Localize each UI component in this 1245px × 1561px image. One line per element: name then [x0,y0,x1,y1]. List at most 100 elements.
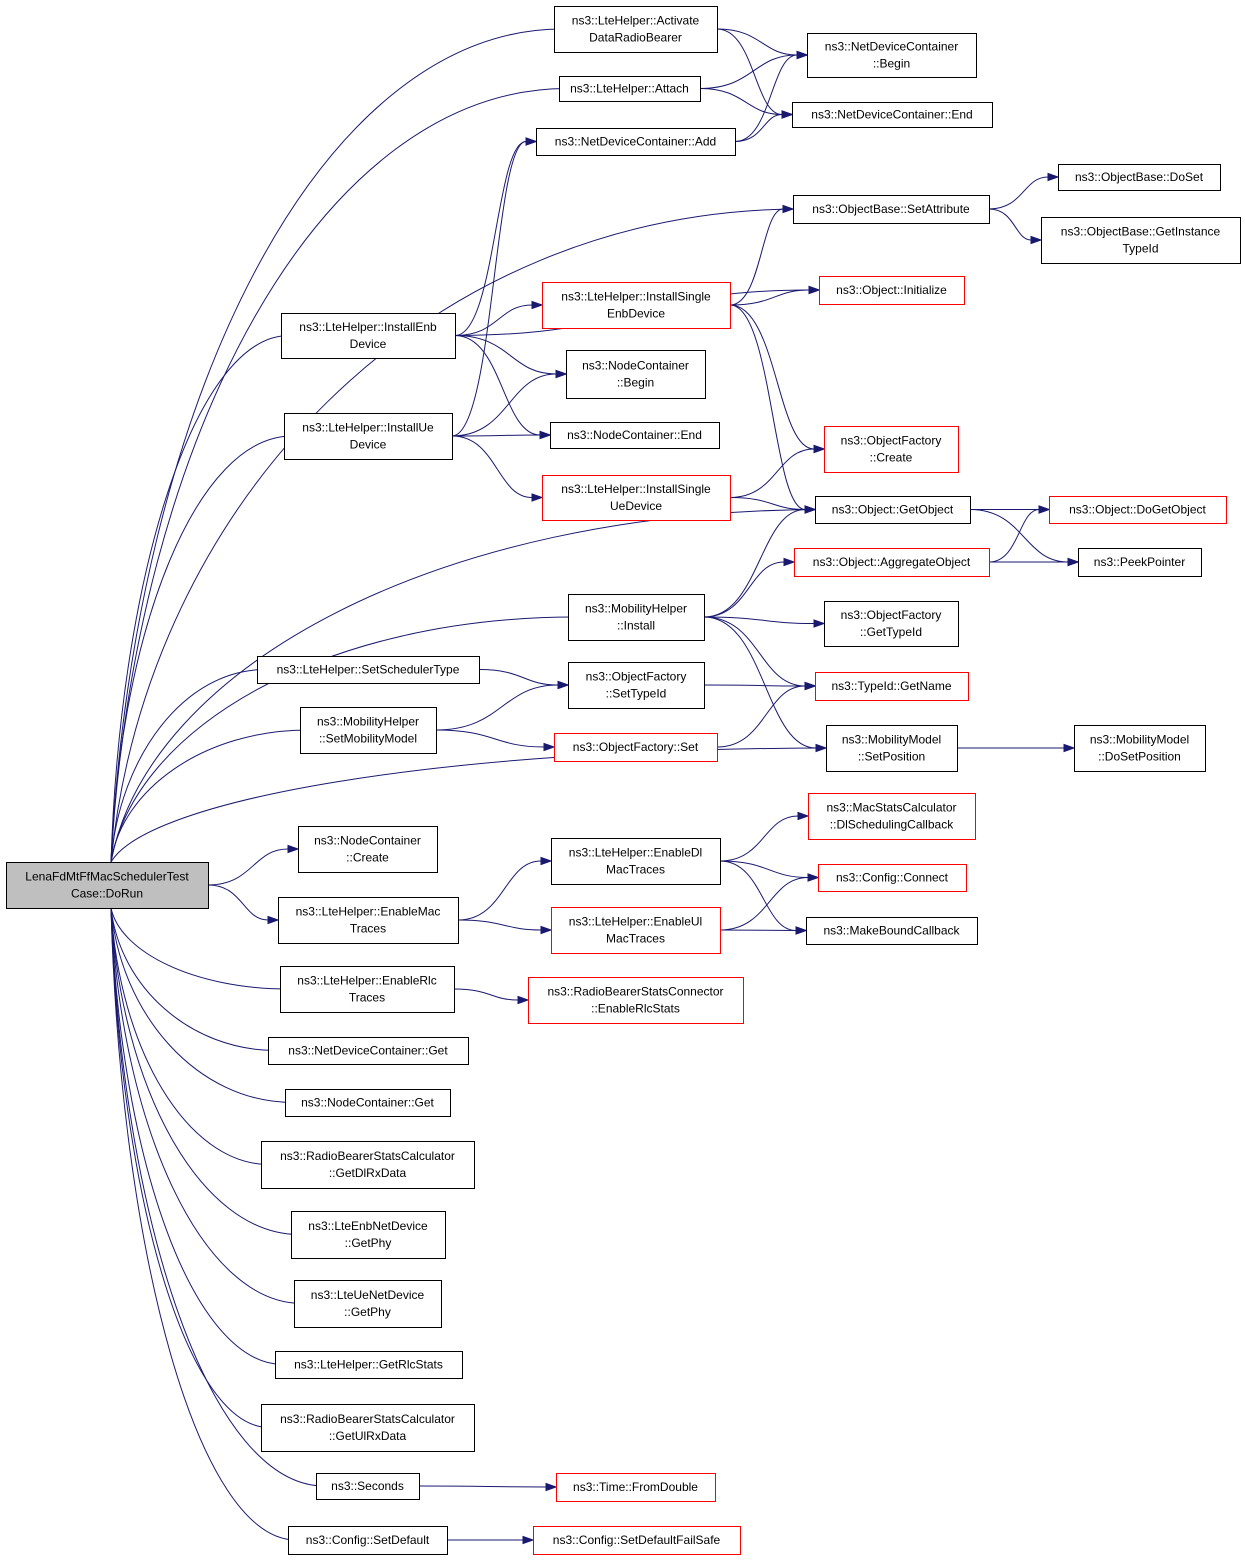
node-ndc-end[interactable]: ns3::NetDeviceContainer::End [792,102,993,128]
edge-install_enb-to-nc_begin [454,335,568,379]
node-label: Traces [350,922,386,936]
node-label: ::Begin [873,57,910,71]
edge-obj_aggregate-to-peekpointer [989,557,1080,567]
node-mm-dosetpos[interactable]: ns3::MobilityModel::DoSetPosition [1074,725,1206,772]
node-obj-getobject[interactable]: ns3::Object::GetObject [815,496,971,524]
node-config-setdefault[interactable]: ns3::Config::SetDefault [288,1526,448,1555]
node-label: ns3::ObjectBase::DoSet [1075,170,1204,184]
node-label: ns3::LteHelper::InstallEnb [299,320,437,334]
node-getrlcstats[interactable]: ns3::LteHelper::GetRlcStats [275,1351,463,1379]
node-attach[interactable]: ns3::LteHelper::Attach [559,76,701,102]
node-obj-aggregate[interactable]: ns3::Object::AggregateObject [794,548,990,577]
edge-root-to-rbs_getdl [110,907,281,1169]
edge-enable_mac-to-enable_dl_mac [457,856,553,921]
node-label: ns3::NodeContainer::Get [301,1096,434,1110]
node-label: ns3::MobilityHelper [585,602,687,616]
node-label: ::GetDlRxData [329,1166,407,1180]
node-obj-init[interactable]: ns3::Object::Initialize [819,276,965,305]
node-ob-doset[interactable]: ns3::ObjectBase::DoSet [1058,164,1221,191]
node-label: Case::DoRun [71,887,143,901]
node-label: ns3::LteHelper::Activate [572,14,700,28]
node-ue-getphy[interactable]: ns3::LteUeNetDevice::GetPhy [294,1280,442,1328]
node-of-settypeid[interactable]: ns3::ObjectFactory::SetTypeId [568,662,705,709]
edge-root-to-mm_setpos [110,743,846,863]
node-label: ns3::Config::SetDefault [306,1533,430,1547]
edge-install_single_enb-to-obj_getobject [729,304,817,514]
node-label: ns3::NetDeviceContainer::End [811,108,972,122]
edge-root-to-mh_setmodel [110,725,320,863]
node-enb-getphy[interactable]: ns3::LteEnbNetDevice::GetPhy [291,1211,446,1259]
edge-mh_setmodel-to-of_settypeid [435,680,570,731]
node-label: ns3::LteUeNetDevice [311,1288,425,1302]
edge-enable_ul_mac-to-config_connect [719,873,820,931]
node-nc-create[interactable]: ns3::NodeContainer::Create [298,826,438,873]
node-label: ns3::Object::DoGetObject [1069,503,1206,517]
node-label: ns3::MobilityModel [1090,733,1189,747]
node-label: ns3::Time::FromDouble [573,1480,698,1494]
node-set-sched[interactable]: ns3::LteHelper::SetSchedulerType [257,656,480,684]
node-seconds[interactable]: ns3::Seconds [316,1473,420,1500]
node-label: ns3::ObjectFactory [841,434,942,448]
node-label: ns3::Seconds [331,1479,404,1493]
node-nc-get[interactable]: ns3::NodeContainer::Get [285,1089,451,1117]
node-label: Device [350,438,387,452]
node-label: MacTraces [606,932,665,946]
edge-install_single_enb-to-of_create [729,304,826,454]
node-config-setdefault-fs[interactable]: ns3::Config::SetDefaultFailSafe [533,1526,741,1555]
node-label: ::DlSchedulingCallback [830,818,954,832]
node-mh-setmodel[interactable]: ns3::MobilityHelper::SetMobilityModel [300,707,437,754]
node-label: DataRadioBearer [589,31,682,45]
node-label: ns3::LteHelper::SetSchedulerType [277,663,460,677]
node-makebound[interactable]: ns3::MakeBoundCallback [806,917,978,945]
edge-install_enb-to-install_single_enb [454,300,544,336]
call-edges [110,24,1080,1545]
node-ndc-begin[interactable]: ns3::NetDeviceContainer::Begin [807,33,977,78]
node-label: ::Create [346,851,389,865]
node-label: ns3::RadioBearerStatsConnector [547,985,723,999]
node-rbsc-enable[interactable]: ns3::RadioBearerStatsConnector::EnableRl… [528,977,744,1024]
node-label: ::DoSetPosition [1098,750,1181,764]
node-msc-dlsched[interactable]: ns3::MacStatsCalculator::DlSchedulingCal… [808,793,976,840]
node-nc-begin[interactable]: ns3::NodeContainer::Begin [566,350,706,399]
node-label: EnbDevice [607,307,665,321]
edge-config_setdefault-to-config_setdefault_fs [447,1535,535,1545]
node-label: ns3::LteHelper::EnableUl [569,915,702,929]
node-label: ::GetTypeId [860,625,922,639]
node-of-gettypeid[interactable]: ns3::ObjectFactory::GetTypeId [824,601,959,647]
node-time-fromdouble[interactable]: ns3::Time::FromDouble [556,1473,716,1502]
edge-root-to-enable_mac [207,884,280,925]
edge-root-to-rbs_getul [110,907,281,1432]
node-obj-dogetobject[interactable]: ns3::Object::DoGetObject [1049,496,1227,524]
node-ob-setattr[interactable]: ns3::ObjectBase::SetAttribute [793,195,990,224]
node-rbs-getul[interactable]: ns3::RadioBearerStatsCalculator::GetUlRx… [261,1404,475,1452]
node-label: ns3::LteHelper::InstallSingle [561,482,711,496]
node-typeid-getname[interactable]: ns3::TypeId::GetName [815,672,969,701]
node-of-create[interactable]: ns3::ObjectFactory::Create [824,426,959,473]
node-peekpointer[interactable]: ns3::PeekPointer [1078,548,1202,577]
edge-mm_setpos-to-mm_dosetpos [956,743,1076,753]
node-mh-install[interactable]: ns3::MobilityHelper::Install [568,594,705,641]
node-label: ns3::ObjectFactory::Set [573,740,699,754]
node-nc-end[interactable]: ns3::NodeContainer::End [550,422,720,449]
node-label: ns3::NodeContainer [314,834,421,848]
node-of-set[interactable]: ns3::ObjectFactory::Set [554,733,718,762]
edge-root-to-install_enb [110,331,301,863]
node-rbs-getdl[interactable]: ns3::RadioBearerStatsCalculator::GetDlRx… [261,1141,475,1189]
edge-seconds-to-time_fromdouble [418,1482,558,1492]
node-ndc-get[interactable]: ns3::NetDeviceContainer::Get [268,1037,469,1065]
node-config-connect[interactable]: ns3::Config::Connect [818,864,967,892]
node-mm-setpos[interactable]: ns3::MobilityModel::SetPosition [826,725,958,772]
node-ndc-add[interactable]: ns3::NetDeviceContainer::Add [536,128,736,156]
